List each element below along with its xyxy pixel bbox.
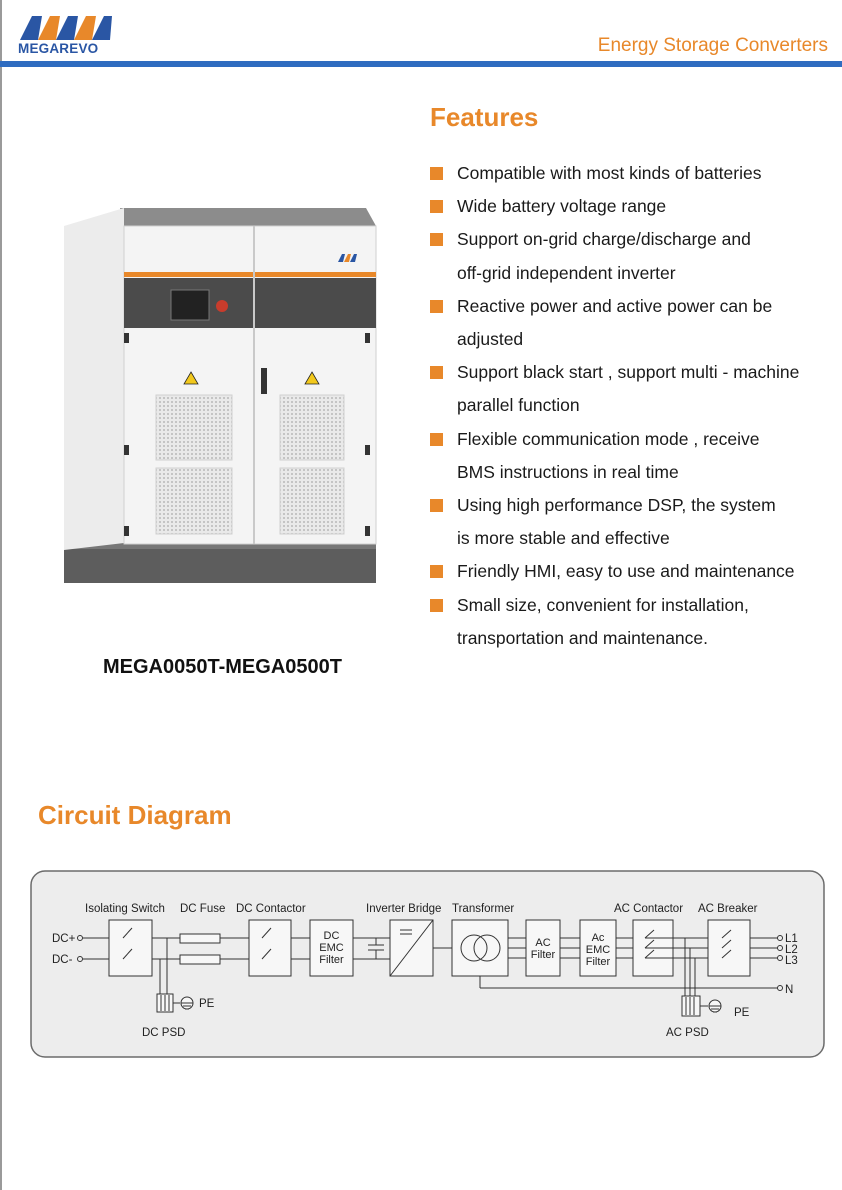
ac-emc-filter-label-line2: EMC [586,944,611,956]
ac-psd-label: AC PSD [666,1027,709,1039]
inverter-bridge-label: Inverter Bridge [366,903,441,915]
page-left-rule [0,0,2,1190]
feature-item: Compatible with most kinds of batteries [430,157,835,190]
feature-item: Flexible communication mode , receive BM… [430,423,835,489]
isolating-switch-label: Isolating Switch [85,903,165,915]
circuit-diagram-heading: Circuit Diagram [38,800,232,830]
feature-text: Wide battery voltage range [457,196,667,217]
square-bullet-icon [430,499,443,513]
features-list: Compatible with most kinds of batteries … [430,157,835,655]
document-category-title: Energy Storage Converters [597,35,828,56]
feature-text: Support black start , support multi - ma… [457,362,800,416]
dc-emc-filter-label-line2: EMC [319,942,344,954]
dc-psd-label: DC PSD [142,1027,185,1039]
dc-emc-filter-label-line3: Filter [319,954,344,966]
header-divider-bar [0,61,842,67]
dc-contactor-label: DC Contactor [236,903,306,915]
feature-item: Wide battery voltage range [430,190,835,223]
ac-emc-filter-label-line3: Filter [586,956,611,968]
l1-label: L1 [785,933,798,945]
feature-item: Using high performance DSP, the system i… [430,489,835,555]
feature-item: Support black start , support multi - ma… [430,356,835,422]
square-bullet-icon [430,565,443,579]
l2-label: L2 [785,944,798,956]
square-bullet-icon [430,366,443,380]
ac-filter-label-line2: Filter [531,949,556,961]
square-bullet-icon [430,167,443,180]
feature-text: Using high performance DSP, the system i… [457,495,776,549]
dc-pe-label: PE [199,998,215,1010]
ac-filter-label-line1: AC [535,937,550,949]
square-bullet-icon [430,299,443,313]
feature-text: Reactive power and active power can be a… [457,295,773,350]
square-bullet-icon [430,233,443,247]
feature-item: Support on-grid charge/discharge and off… [430,223,835,289]
circuit-diagram: Isolating Switch DC Fuse DC Contactor In… [30,870,825,1058]
feature-text: Small size, convenient for installation,… [457,594,749,648]
neutral-label: N [785,984,793,996]
square-bullet-icon [430,598,443,612]
product-model-range: MEGA0050T-MEGA0500T [103,656,342,678]
dc-emc-filter-label-line1: DC [324,930,340,942]
transformer-label: Transformer [452,903,514,915]
feature-item: Reactive power and active power can be a… [430,290,835,356]
ac-pe-label: PE [734,1007,750,1019]
feature-text: Compatible with most kinds of batteries [457,163,762,183]
ac-breaker-label: AC Breaker [698,903,758,915]
square-bullet-icon [430,432,443,446]
feature-text: Support on-grid charge/discharge and off… [457,229,751,283]
feature-text: Friendly HMI, easy to use and maintenanc… [457,561,795,582]
dc-fuse-label: DC Fuse [180,903,225,915]
feature-item: Friendly HMI, easy to use and maintenanc… [430,555,835,588]
dc-minus-label: DC- [52,954,73,966]
ac-emc-filter-label-line1: Ac [592,932,605,944]
feature-item: Small size, convenient for installation,… [430,589,835,655]
feature-text: Flexible communication mode , receive BM… [457,428,760,482]
megarevo-logo-icon [20,16,112,40]
ac-contactor-label: AC Contactor [614,903,683,915]
features-heading: Features [430,102,539,132]
square-bullet-icon [430,200,443,214]
l3-label: L3 [785,955,798,967]
logo-wordmark: MEGAREVO [18,41,99,56]
product-cabinet-image [64,208,377,583]
dc-plus-label: DC+ [52,933,76,945]
